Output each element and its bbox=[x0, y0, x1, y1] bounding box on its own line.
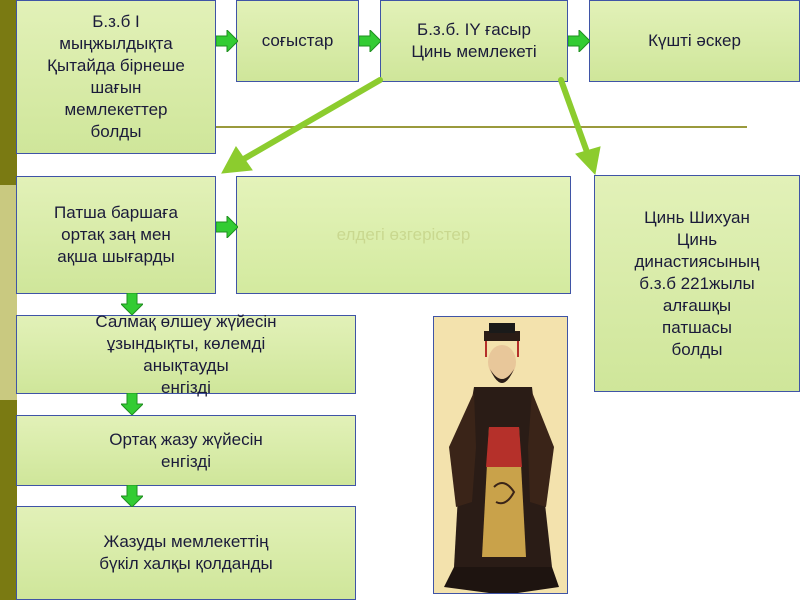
box-small-states: Б.з.б I мыңжылдықта Қытайда бірнеше шағы… bbox=[16, 0, 216, 154]
diagonal-arrow-right bbox=[558, 77, 601, 176]
arrow-down-icon bbox=[121, 485, 143, 507]
box-qin-shihuang: Цинь Шихуан Цинь династиясының б.з.б 221… bbox=[594, 175, 800, 392]
sidebar-accent bbox=[0, 185, 17, 400]
emperor-figure bbox=[434, 317, 567, 593]
arrow-down-icon bbox=[121, 393, 143, 415]
diagonal-arrow-left bbox=[221, 77, 383, 174]
arrow-right-icon bbox=[216, 30, 238, 52]
box-wars: соғыстар bbox=[236, 0, 359, 82]
arrow-down-icon bbox=[121, 293, 143, 315]
arrow-right-icon bbox=[359, 30, 381, 52]
divider-line bbox=[40, 126, 747, 128]
box-writing-used: Жазуды мемлекеттің бүкіл халқы қолданды bbox=[16, 506, 356, 600]
arrow-right-icon bbox=[568, 30, 590, 52]
box-qin-state: Б.з.б. IY ғасыр Цинь мемлекеті bbox=[380, 0, 568, 82]
box-changes: елдегі өзгерістер bbox=[236, 176, 571, 294]
emperor-portrait bbox=[433, 316, 568, 594]
box-measures: Салмақ өлшеу жүйесін ұзындықты, көлемді … bbox=[16, 312, 356, 397]
box-strong-army: Күшті әскер bbox=[589, 0, 800, 82]
box-common-law: Патша баршаға ортақ заң мен ақша шығарды bbox=[16, 176, 216, 294]
arrow-right-icon bbox=[216, 216, 238, 238]
box-writing-system: Ортақ жазу жүйесін енгізді bbox=[16, 415, 356, 486]
